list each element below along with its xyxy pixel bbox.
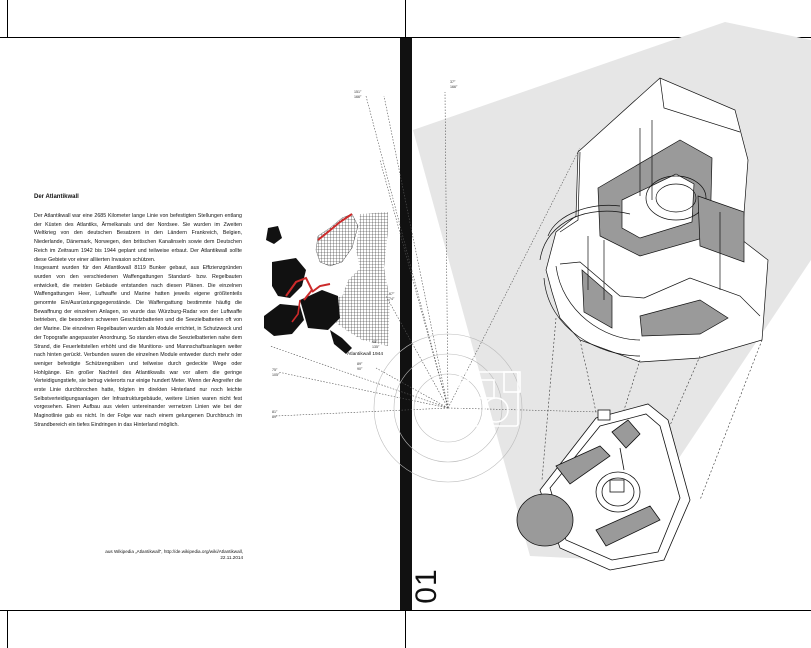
plan-stamp [459,371,521,427]
projection-lines [541,317,763,501]
bunker-axonometric [539,77,769,363]
angle-label: 37° 166° [450,80,458,89]
source-date: 22.11.2014 [220,555,243,560]
angle-label: 89° 90° [357,362,363,371]
angle-label: 45° 135° [372,340,380,349]
paragraph: Der Atlantikwall war eine 2685 Kilometer… [34,213,242,263]
page-number-text: 01 [410,568,443,604]
article-body: Der Atlantikwall war eine 2685 Kilometer… [34,212,242,430]
source-line: aus Wikipedia „Atlantikwall", http://de.… [105,549,243,554]
construction-lines [269,91,601,417]
angle-label: 151° 166° [354,90,362,99]
angle-label: 75° 105° [272,368,280,377]
map-caption: Atlantikwall 1944 [347,352,383,357]
angle-label: 81° 89° [272,410,278,419]
paragraph: Insgesamt wurden für den Atlantikwall 81… [34,265,242,428]
angle-label: 67° 74° [389,292,395,301]
page-number: 01 [410,566,443,606]
source-citation: aus Wikipedia „Atlantikwall", http://de.… [70,549,243,561]
focus-rings [373,333,523,483]
bunker-floor-plan [516,403,691,571]
europe-map [264,212,390,354]
article-title: Der Atlantikwall [34,194,79,200]
